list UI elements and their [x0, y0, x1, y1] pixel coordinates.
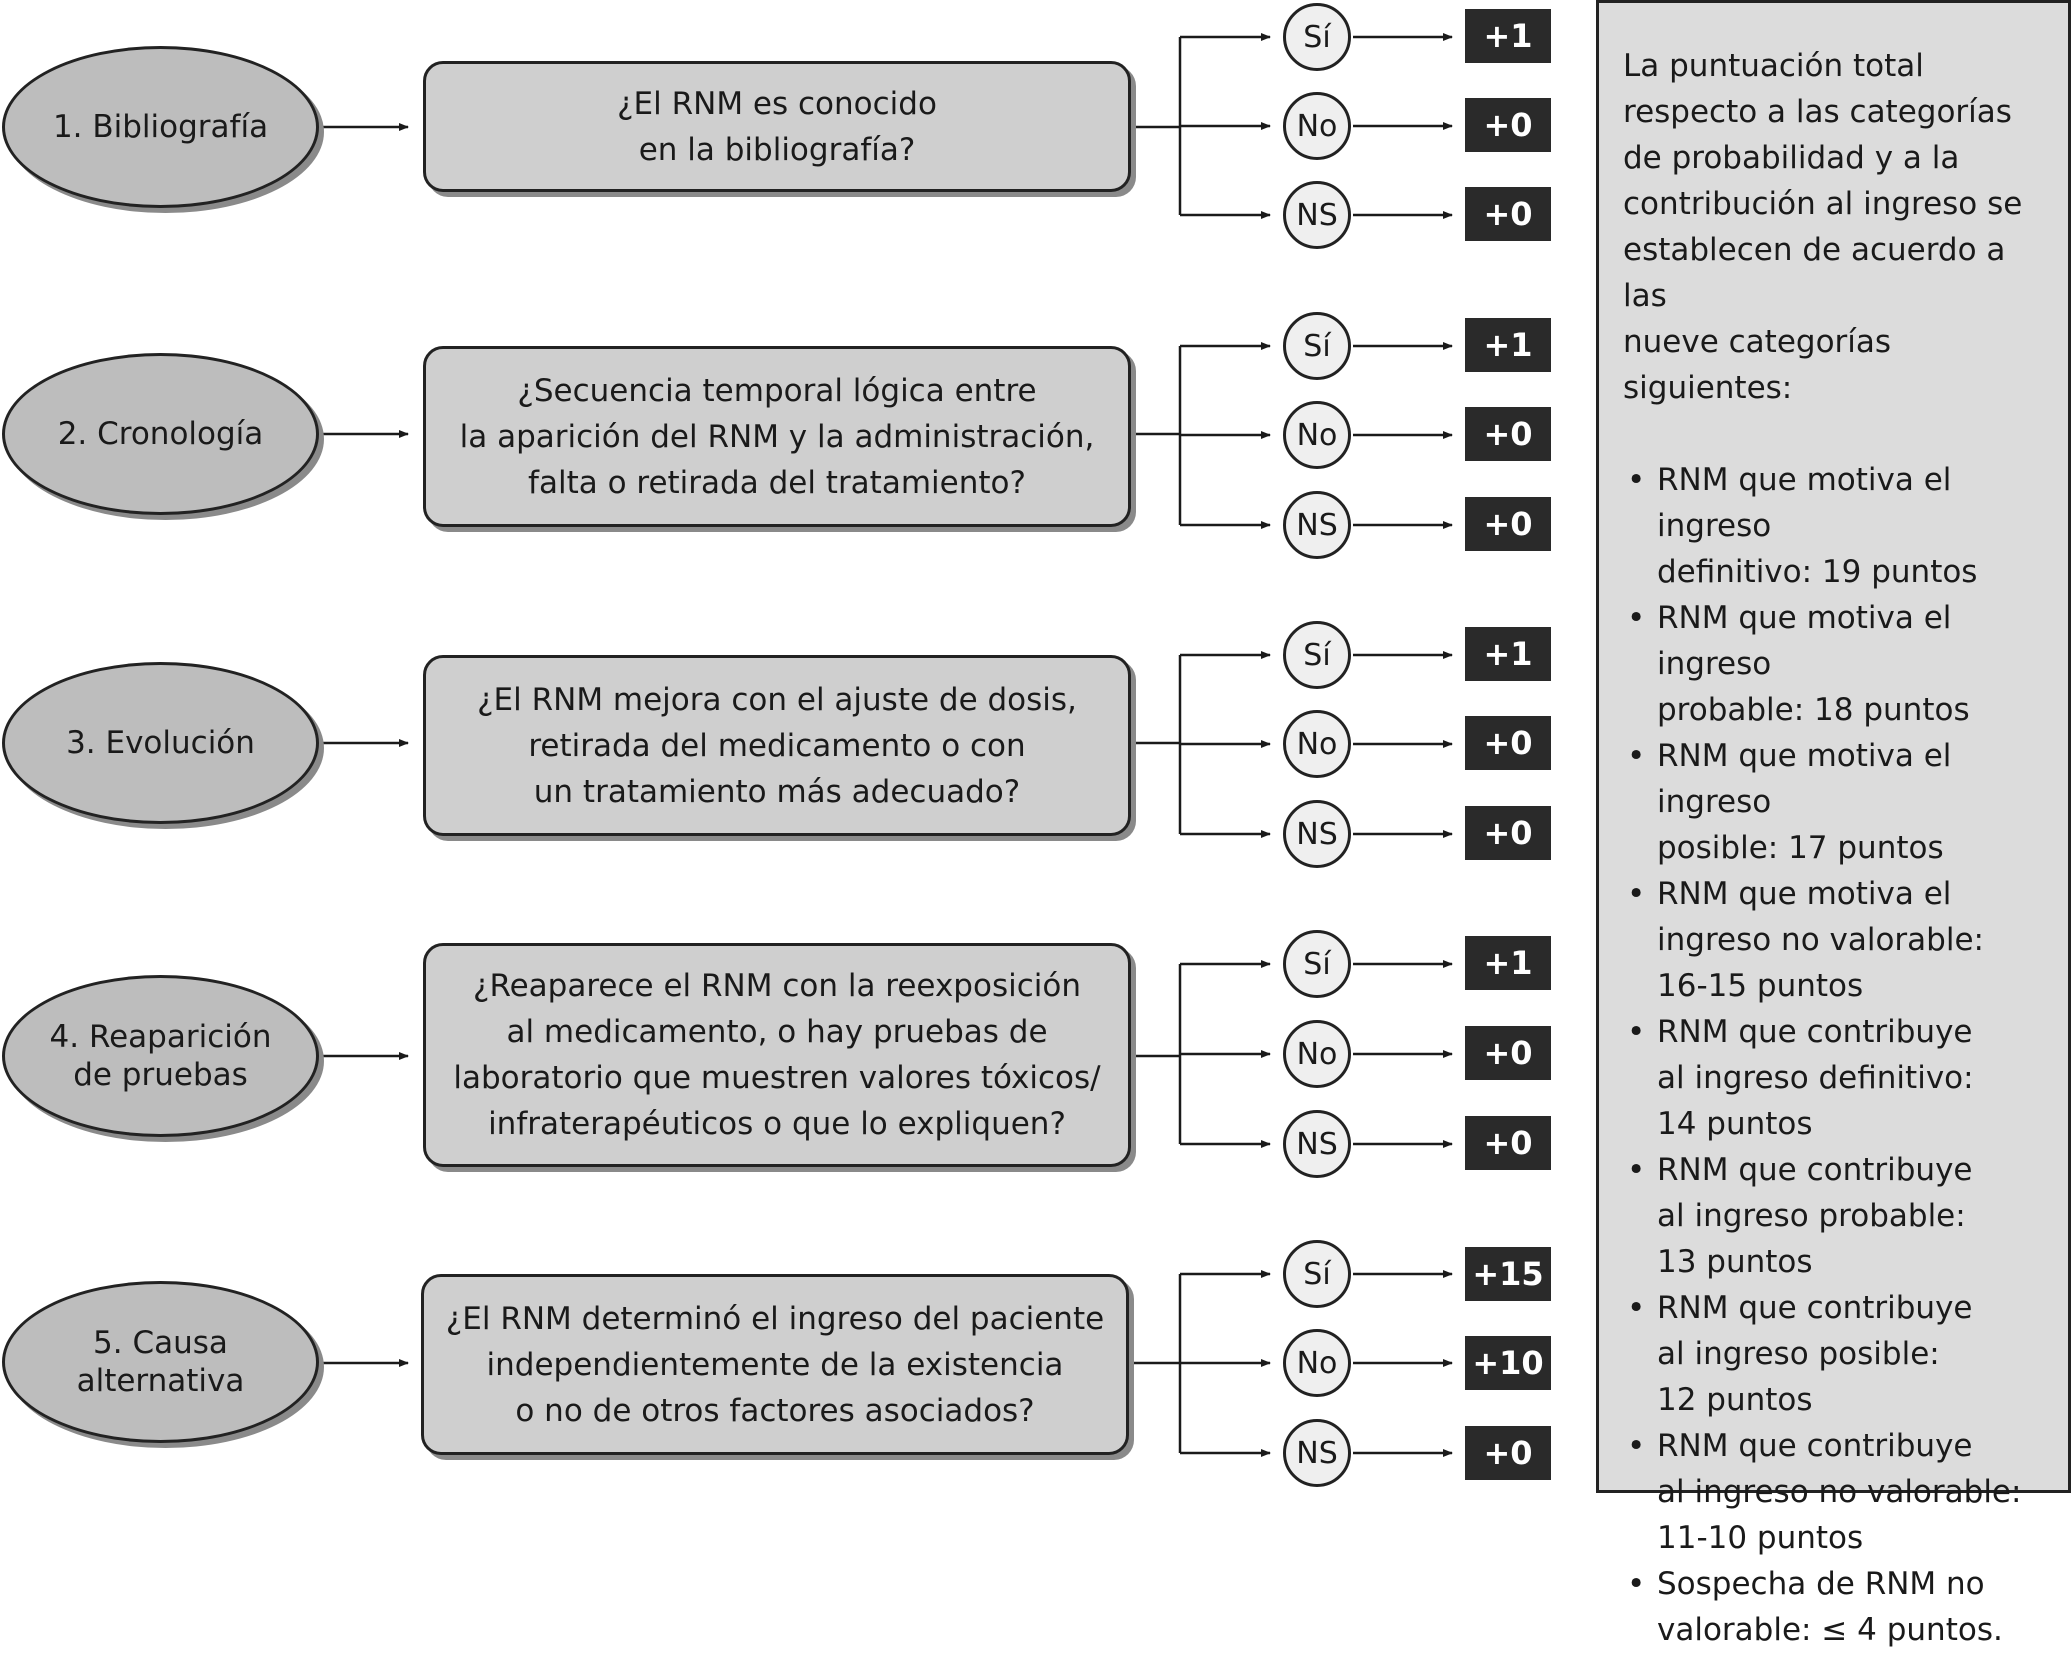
criterion-4-question: ¿Reaparece el RNM con la reexposición al… [423, 943, 1131, 1167]
criterion-2-answer-ns: NS [1283, 491, 1351, 559]
scoring-categories-list: RNM que motiva el ingreso definitivo: 19… [1623, 457, 2054, 1653]
criterion-3-score-si: +1 [1465, 627, 1551, 681]
criterion-2-question: ¿Secuencia temporal lógica entre la apar… [423, 346, 1131, 527]
criterion-4-ellipse: 4. Reaparición de pruebas [2, 975, 319, 1137]
criterion-5-ellipse: 5. Causa alternativa [2, 1281, 319, 1443]
category-item: RNM que motiva el ingreso posible: 17 pu… [1623, 733, 2054, 871]
criterion-2-score-no: +0 [1465, 407, 1551, 461]
scoring-categories-panel: La puntuación total respecto a las categ… [1596, 0, 2071, 1648]
criterion-1-ellipse: 1. Bibliografía [2, 46, 319, 208]
criterion-1-question: ¿El RNM es conocido en la bibliografía? [423, 61, 1131, 192]
criterion-5-answer-no: No [1283, 1329, 1351, 1397]
criterion-2-ellipse: 2. Cronología [2, 353, 319, 515]
criterion-5-score-ns: +0 [1465, 1426, 1551, 1480]
scoring-intro-text: La puntuación total respecto a las categ… [1623, 48, 2023, 406]
criterion-1-answer-si: Sí [1283, 3, 1351, 71]
criterion-3-score-no: +0 [1465, 716, 1551, 770]
criterion-1-score-si: +1 [1465, 9, 1551, 63]
category-item: Sospecha de RNM no valorable: ≤ 4 puntos… [1623, 1561, 2054, 1653]
criterion-4-score-no: +0 [1465, 1026, 1551, 1080]
category-item: RNM que motiva el ingreso probable: 18 p… [1623, 595, 2054, 733]
criterion-2-answer-si: Sí [1283, 312, 1351, 380]
criterion-3-answer-ns: NS [1283, 800, 1351, 868]
category-item: RNM que contribuye al ingreso posible: 1… [1623, 1285, 2054, 1423]
category-item: RNM que contribuye al ingreso no valorab… [1623, 1423, 2054, 1561]
criterion-1-answer-no: No [1283, 92, 1351, 160]
criterion-3-ellipse: 3. Evolución [2, 662, 319, 824]
criterion-4-score-si: +1 [1465, 936, 1551, 990]
criterion-5-score-si: +15 [1465, 1247, 1551, 1301]
category-item: RNM que contribuye al ingreso definitivo… [1623, 1009, 2054, 1147]
connector-lines [322, 33, 1453, 1457]
criterion-4-answer-si: Sí [1283, 930, 1351, 998]
criterion-3-score-ns: +0 [1465, 806, 1551, 860]
category-item: RNM que contribuye al ingreso probable: … [1623, 1147, 2054, 1285]
category-item: RNM que motiva el ingreso no valorable: … [1623, 871, 2054, 1009]
criterion-1-score-ns: +0 [1465, 187, 1551, 241]
criterion-2-score-ns: +0 [1465, 497, 1551, 551]
criterion-3-answer-si: Sí [1283, 621, 1351, 689]
criterion-4-answer-no: No [1283, 1020, 1351, 1088]
criterion-3-question: ¿El RNM mejora con el ajuste de dosis, r… [423, 655, 1131, 836]
criterion-5-answer-ns: NS [1283, 1419, 1351, 1487]
criterion-4-score-ns: +0 [1465, 1116, 1551, 1170]
criterion-4-answer-ns: NS [1283, 1110, 1351, 1178]
criterion-2-score-si: +1 [1465, 318, 1551, 372]
criterion-1-answer-ns: NS [1283, 181, 1351, 249]
criterion-5-question: ¿El RNM determinó el ingreso del pacient… [421, 1274, 1129, 1455]
category-item: RNM que motiva el ingreso definitivo: 19… [1623, 457, 2054, 595]
criterion-5-score-no: +10 [1465, 1336, 1551, 1390]
criterion-2-answer-no: No [1283, 401, 1351, 469]
criterion-3-answer-no: No [1283, 710, 1351, 778]
criterion-5-answer-si: Sí [1283, 1240, 1351, 1308]
criterion-1-score-no: +0 [1465, 98, 1551, 152]
